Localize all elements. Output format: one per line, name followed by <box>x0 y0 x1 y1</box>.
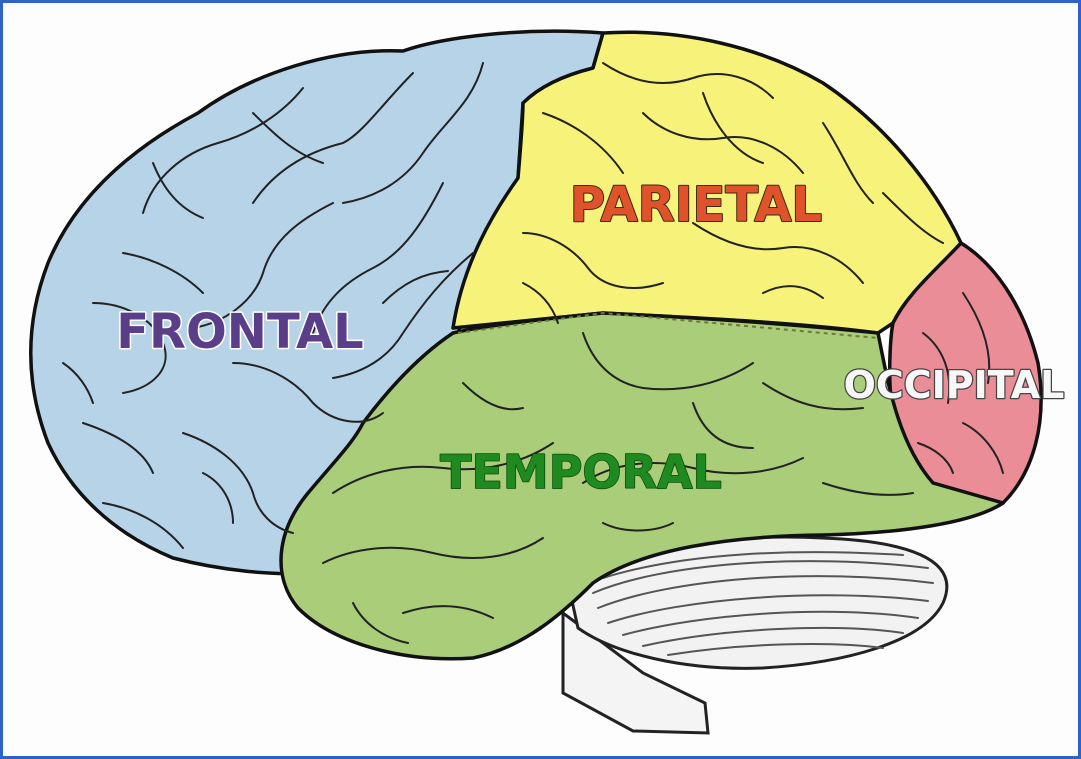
parietal-label: PARIETAL <box>570 177 822 233</box>
brain-diagram: FRONTAL PARIETAL TEMPORAL OCCIPITAL <box>3 3 1078 756</box>
temporal-label: TEMPORAL <box>440 445 722 499</box>
frontal-label: FRONTAL <box>116 304 363 360</box>
occipital-label: OCCIPITAL <box>844 363 1065 407</box>
